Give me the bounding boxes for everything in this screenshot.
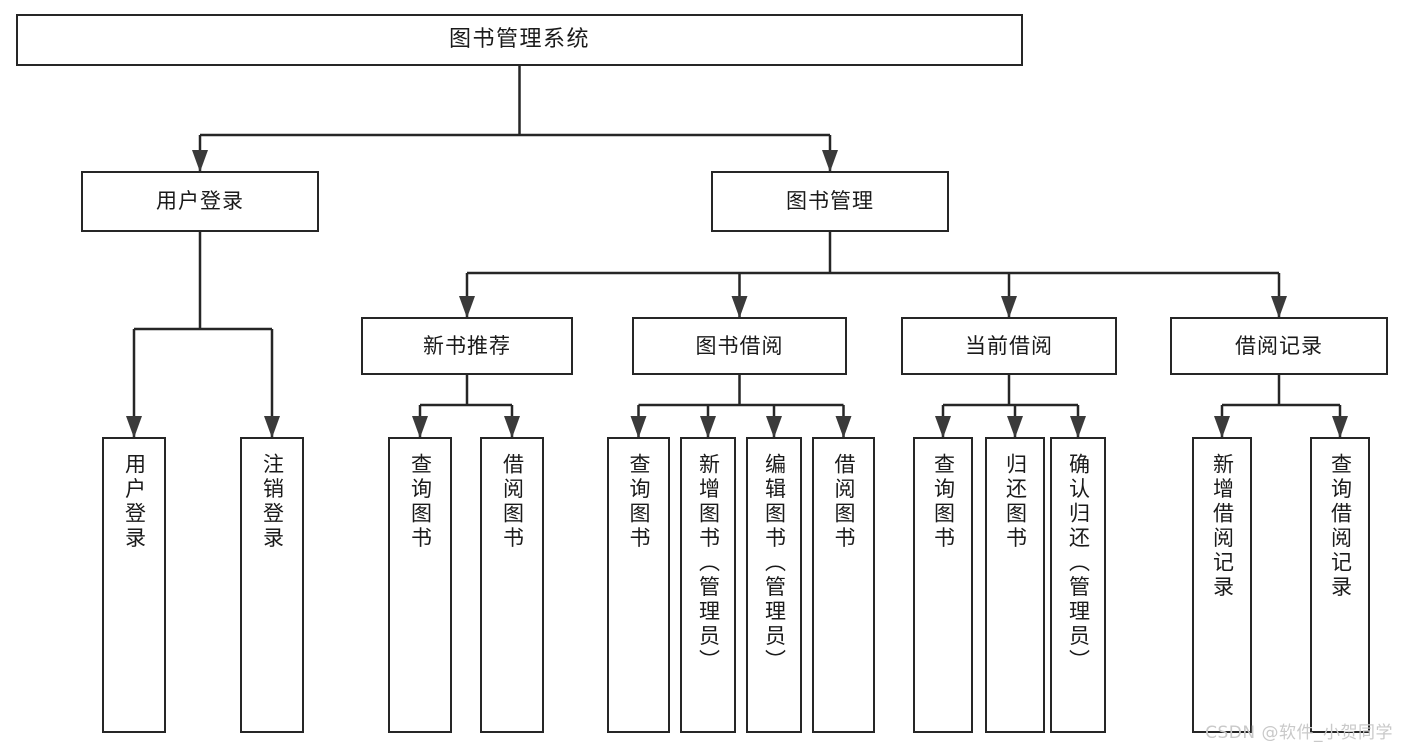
arrowhead-leaf-user-login [126, 416, 142, 438]
node-label-leaf-return-book: 归还图书 [1003, 453, 1028, 551]
node-label-leaf-query-record: 查询借阅记录 [1328, 453, 1353, 600]
node-leaf-add-book[interactable]: 新增图书（管理员） [680, 437, 736, 733]
node-leaf-borrow-book-2[interactable]: 借阅图书 [812, 437, 875, 733]
arrowhead-user-login [192, 150, 208, 172]
node-label-leaf-query-book-3: 查询图书 [931, 453, 956, 551]
node-label-book-borrow: 图书借阅 [695, 333, 784, 358]
arrowhead-leaf-confirm-return [1070, 416, 1086, 438]
arrowhead-current-borrow [1001, 296, 1017, 318]
node-user-login[interactable]: 用户登录 [81, 171, 319, 232]
node-borrow-record[interactable]: 借阅记录 [1170, 317, 1388, 375]
arrowhead-leaf-borrow-book-2 [835, 416, 852, 438]
node-label-leaf-add-book: 新增图书（管理员） [696, 453, 721, 674]
node-leaf-edit-book[interactable]: 编辑图书（管理员） [746, 437, 802, 733]
node-label-borrow-record: 借阅记录 [1235, 333, 1323, 358]
arrowhead-leaf-edit-book [766, 416, 782, 438]
node-label-leaf-borrow-book-1: 借阅图书 [500, 453, 525, 551]
node-label-book-manage: 图书管理 [786, 189, 874, 214]
arrowhead-leaf-query-record [1332, 416, 1348, 438]
arrowhead-new-book-rec [459, 296, 475, 318]
node-book-borrow[interactable]: 图书借阅 [632, 317, 847, 375]
node-label-leaf-edit-book: 编辑图书（管理员） [762, 453, 787, 674]
arrowhead-borrow-record [1271, 296, 1287, 318]
arrowhead-book-borrow [731, 296, 748, 318]
arrowhead-leaf-query-book-1 [412, 416, 428, 438]
arrowhead-leaf-user-logout [264, 416, 280, 438]
node-leaf-add-record[interactable]: 新增借阅记录 [1192, 437, 1252, 733]
node-label-new-book-rec: 新书推荐 [423, 333, 511, 358]
arrowhead-leaf-return-book [1007, 416, 1023, 438]
node-label-user-login: 用户登录 [156, 189, 244, 214]
node-leaf-return-book[interactable]: 归还图书 [985, 437, 1045, 733]
node-leaf-query-book-1[interactable]: 查询图书 [388, 437, 452, 733]
arrowhead-book-manage [822, 150, 838, 172]
node-label-leaf-query-book-1: 查询图书 [408, 453, 433, 551]
node-leaf-borrow-book-1[interactable]: 借阅图书 [480, 437, 544, 733]
node-label-leaf-user-login: 用户登录 [122, 453, 147, 551]
node-label-root: 图书管理系统 [448, 27, 590, 53]
node-current-borrow[interactable]: 当前借阅 [901, 317, 1117, 375]
node-label-current-borrow: 当前借阅 [965, 333, 1053, 358]
arrowhead-leaf-query-book-3 [935, 416, 951, 438]
node-label-leaf-borrow-book-2: 借阅图书 [832, 453, 856, 551]
node-label-leaf-confirm-return: 确认归还（管理员） [1066, 453, 1091, 674]
arrowhead-leaf-query-book-2 [630, 416, 647, 438]
node-new-book-rec[interactable]: 新书推荐 [361, 317, 573, 375]
node-leaf-query-book-2[interactable]: 查询图书 [607, 437, 670, 733]
watermark-text: CSDN @软件_小贺同学 [1205, 723, 1393, 743]
node-leaf-query-book-3[interactable]: 查询图书 [913, 437, 973, 733]
node-leaf-user-logout[interactable]: 注销登录 [240, 437, 304, 733]
arrowhead-leaf-add-book [700, 416, 716, 438]
node-label-leaf-user-logout: 注销登录 [260, 453, 285, 551]
node-label-leaf-query-book-2: 查询图书 [627, 453, 651, 551]
node-leaf-user-login[interactable]: 用户登录 [102, 437, 166, 733]
arrowhead-leaf-add-record [1214, 416, 1230, 438]
node-leaf-confirm-return[interactable]: 确认归还（管理员） [1050, 437, 1106, 733]
node-leaf-query-record[interactable]: 查询借阅记录 [1310, 437, 1370, 733]
node-root[interactable]: 图书管理系统 [16, 14, 1023, 66]
arrowhead-leaf-borrow-book-1 [504, 416, 520, 438]
node-label-leaf-add-record: 新增借阅记录 [1210, 453, 1235, 600]
node-book-manage[interactable]: 图书管理 [711, 171, 949, 232]
